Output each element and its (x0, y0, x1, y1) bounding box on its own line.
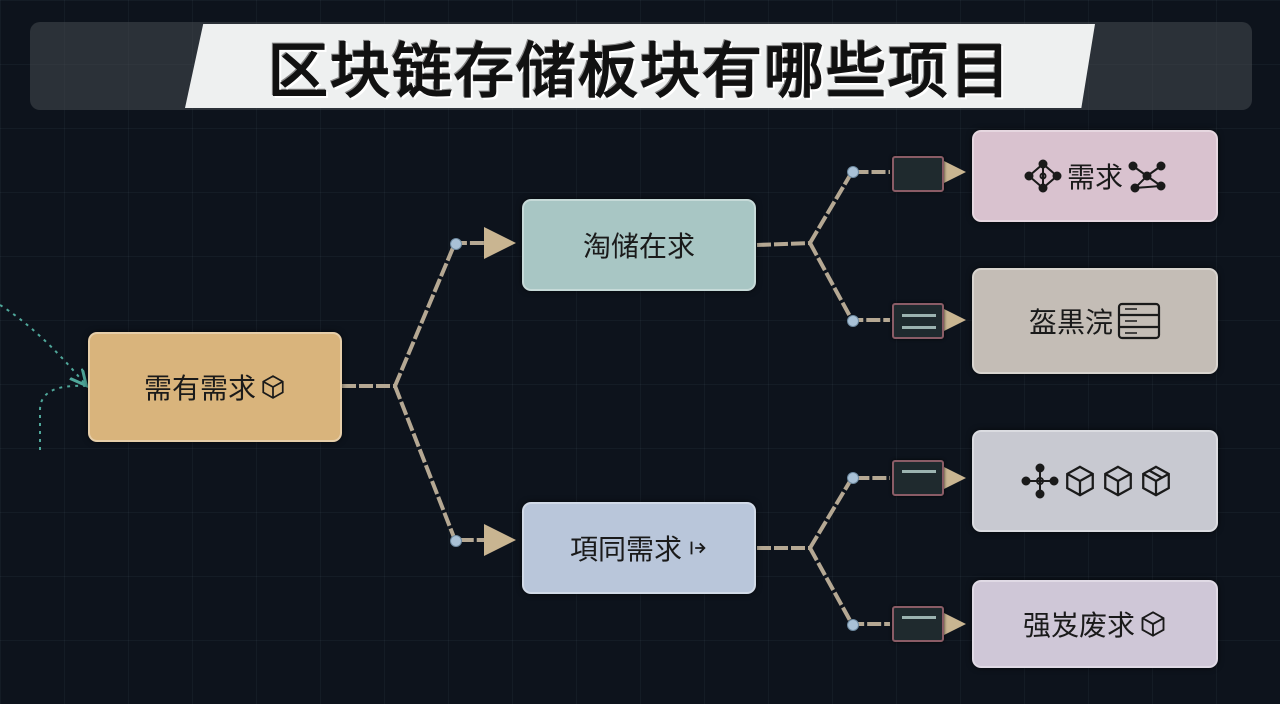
edge-to-chip-4 (808, 547, 890, 626)
chip-bar (902, 326, 936, 329)
junction-dot (450, 535, 462, 547)
edge-to-mid-bottom (393, 385, 516, 556)
cube-icon (1063, 464, 1097, 498)
network-icon (1023, 158, 1063, 194)
junction-dot (847, 166, 859, 178)
cube-icon (260, 374, 286, 400)
incoming-arrow-2 (39, 384, 86, 450)
junction-dot (847, 619, 859, 631)
arrow-right-icon (686, 537, 708, 559)
leaf-node-1[interactable]: 需求 (972, 130, 1218, 222)
mid-bottom-node-label: 項同需求 (569, 533, 682, 566)
storage-chip (892, 303, 944, 339)
edge-mid-top-branch (756, 241, 811, 247)
cube-icon (1139, 464, 1173, 498)
network-icon (1127, 158, 1167, 194)
leaf-node-1-label: 需求 (1066, 161, 1123, 194)
server-icon (1117, 301, 1161, 341)
leaf-node-2-label: 盔黒浣 (1028, 306, 1113, 339)
leaf-node-4-label: 强岌废求 (1022, 609, 1135, 642)
storage-chip (892, 606, 944, 642)
mid-bottom-node[interactable]: 項同需求 (522, 502, 756, 594)
root-node[interactable]: 需有需求 (88, 332, 342, 442)
chip-bar (902, 314, 936, 317)
title-plate (185, 24, 1095, 108)
leaf-node-2[interactable]: 盔黒浣 (972, 268, 1218, 374)
mid-top-node[interactable]: 淘储在求 (522, 199, 756, 291)
root-node-label: 需有需求 (143, 372, 256, 405)
cube-icon (1101, 464, 1135, 498)
leaf-node-4[interactable]: 强岌废求 (972, 580, 1218, 668)
incoming-arrow (0, 304, 85, 384)
storage-chip (892, 460, 944, 496)
cube-icon (1139, 610, 1167, 638)
edge-to-chip-2 (808, 242, 890, 322)
junction-dot (847, 315, 859, 327)
storage-chip (892, 156, 944, 192)
mid-top-node-label: 淘储在求 (582, 230, 695, 263)
edge-to-chip-1 (808, 170, 890, 245)
edge-to-chip-3 (808, 476, 890, 550)
edge-to-mid-top (393, 227, 516, 387)
junction-dot (450, 238, 462, 250)
chip-bar (902, 470, 936, 473)
network-icon (1021, 463, 1059, 499)
page-title: 区块链存储板块有哪些项目 (268, 36, 1012, 107)
junction-dot (847, 472, 859, 484)
leaf-node-3[interactable] (972, 430, 1218, 532)
chip-bar (902, 616, 936, 619)
